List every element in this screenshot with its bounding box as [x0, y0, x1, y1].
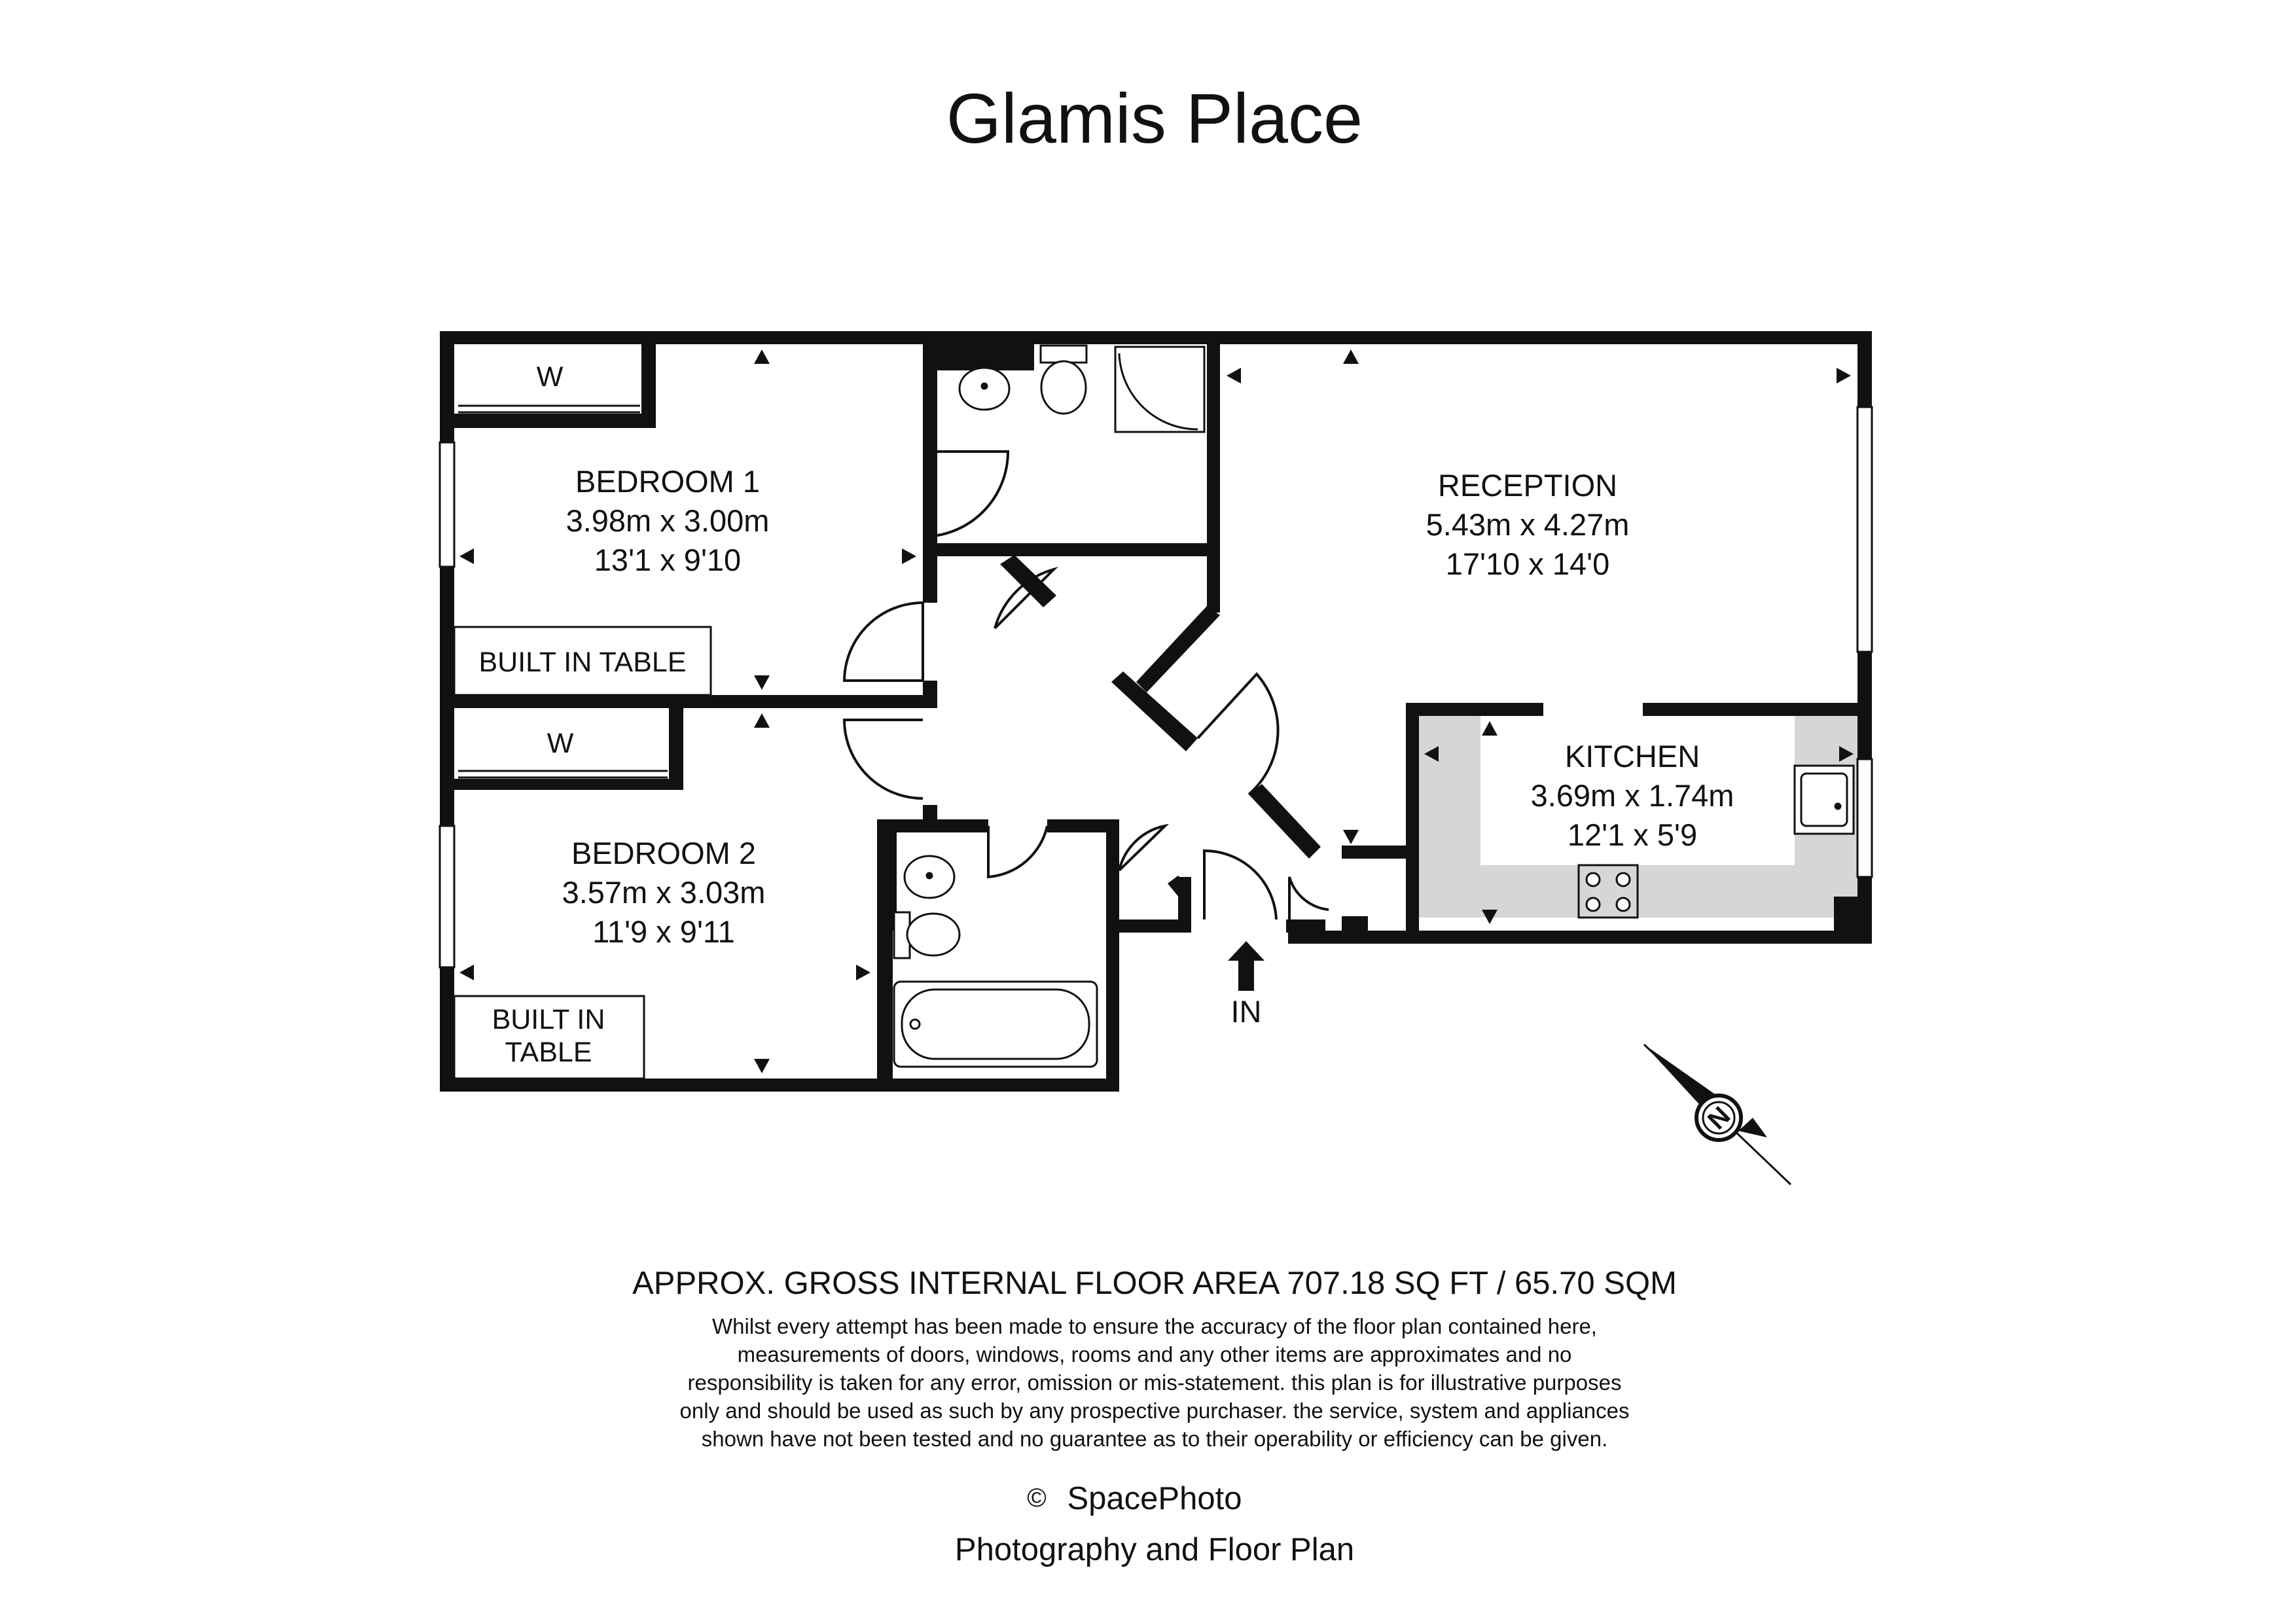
room-metric: 3.98m x 3.00m: [566, 503, 770, 538]
door-bedroom2: [842, 719, 924, 800]
room-imperial: 17'10 x 14'0: [1446, 546, 1610, 581]
room-metric: 5.43m x 4.27m: [1426, 507, 1630, 542]
room-kitchen: KITCHEN 3.69m x 1.74m 12'1 x 5'9: [1531, 739, 1734, 852]
room-metric: 3.69m x 1.74m: [1531, 778, 1734, 813]
window-kitchen: [1856, 758, 1873, 878]
door-cupboard: [1118, 823, 1170, 872]
credit-name: SpacePhoto: [1067, 1481, 1242, 1516]
room-metric: 3.57m x 3.03m: [562, 875, 766, 910]
door-bathroom: [987, 825, 1049, 879]
kitchen-floor-clear: [1480, 716, 1795, 865]
measurement-markers: [459, 349, 1854, 1073]
disclaimer-line: measurements of doors, windows, rooms an…: [738, 1342, 1572, 1366]
wc-basin-tap: [980, 382, 988, 390]
room-imperial: 13'1 x 9'10: [594, 543, 741, 577]
disclaimer-line: Whilst every attempt has been made to en…: [712, 1314, 1597, 1338]
wc-toilet-cistern: [1039, 344, 1088, 364]
door-reception: [1196, 672, 1280, 796]
door-store: [1288, 876, 1329, 919]
disclaimer-line: shown have not been tested and no guaran…: [702, 1427, 1608, 1451]
built-in-table-label: TABLE: [505, 1037, 592, 1068]
entrance-arrow-icon: [1228, 941, 1265, 991]
disclaimer-line: only and should be used as such by any p…: [679, 1399, 1629, 1423]
wc-toilet: [1040, 360, 1087, 415]
entrance-label: IN: [1231, 994, 1262, 1029]
plan-title: Glamis Place: [946, 79, 1363, 158]
window-reception: [1856, 406, 1873, 653]
room-reception: RECEPTION 5.43m x 4.27m 17'10 x 14'0: [1426, 468, 1630, 581]
bath-toilet: [906, 912, 961, 957]
fixtures: [893, 344, 1855, 1068]
door-bedroom1: [842, 601, 924, 682]
disclaimer-line: responsibility is taken for any error, o…: [688, 1370, 1622, 1395]
credit-tagline: Photography and Floor Plan: [955, 1532, 1354, 1567]
door-wc: [922, 450, 1010, 538]
floor-area: APPROX. GROSS INTERNAL FLOOR AREA 707.18…: [632, 1266, 1677, 1301]
copyright-icon: ©: [1027, 1484, 1046, 1512]
room-imperial: 11'9 x 9'11: [592, 914, 734, 949]
disclaimer: Whilst every attempt has been made to en…: [679, 1314, 1629, 1451]
room-name: BEDROOM 1: [575, 464, 760, 499]
room-name: RECEPTION: [1438, 468, 1617, 503]
door-entrance: [1203, 849, 1278, 920]
wardrobe-label: W: [537, 361, 564, 393]
door-lobby: [994, 567, 1058, 630]
built-in-table-2: [453, 995, 645, 1080]
room-name: BEDROOM 2: [571, 836, 756, 870]
room-bedroom2: BEDROOM 2 3.57m x 3.03m 11'9 x 9'11: [562, 836, 766, 949]
room-bedroom1: BEDROOM 1 3.98m x 3.00m 13'1 x 9'10: [566, 464, 770, 577]
built-in-table-1: [453, 626, 712, 696]
windows: [439, 406, 1873, 969]
built-in-table-label: BUILT IN: [492, 1004, 605, 1035]
wardrobe-label: W: [547, 728, 574, 759]
compass-icon: N: [1643, 1043, 1792, 1186]
window-bedroom1: [439, 441, 456, 568]
wardrobe-sliders: [458, 404, 668, 779]
room-imperial: 12'1 x 5'9: [1568, 817, 1697, 852]
hob: [1577, 864, 1639, 919]
window-bedroom2: [439, 825, 456, 969]
walls: [440, 331, 1872, 1092]
room-name: KITCHEN: [1565, 739, 1700, 774]
doors: [842, 450, 1329, 920]
built-in-table-label: BUILT IN TABLE: [478, 647, 686, 678]
